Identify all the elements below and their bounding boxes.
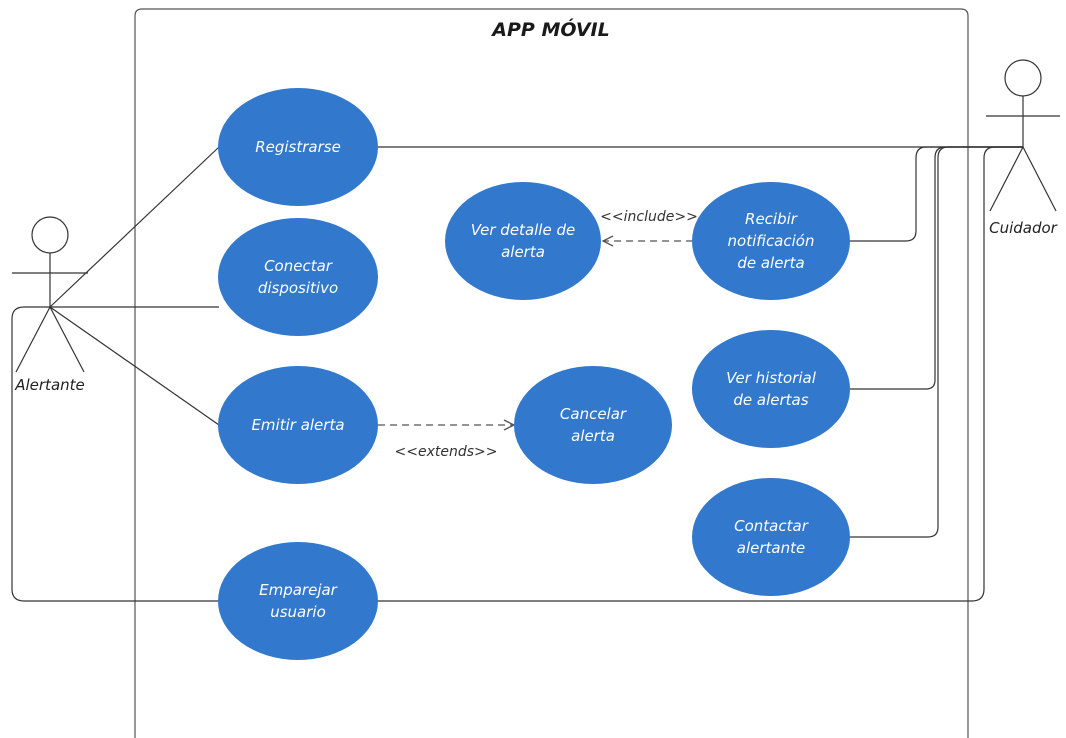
assoc-alertante-emitir (49, 306, 220, 426)
use-case-label-line: Cancelar (560, 405, 627, 423)
assoc-historial-cuidador (850, 146, 1023, 390)
use-case-conectar-dispositivo-label: Conectar dispositivo (258, 257, 338, 297)
use-case-emitir-alerta[interactable]: Emitir alerta (218, 366, 378, 484)
assoc-alertante-registrarse (49, 146, 220, 308)
use-case-label-line: Conectar (264, 257, 333, 275)
use-case-label-line: alertante (737, 539, 805, 557)
extends-label: <<extends>> (395, 444, 498, 460)
use-case-ver-historial-label: Ver historial de alertas (726, 369, 817, 409)
use-case-recibir-notificacion[interactable]: Recibir notificación de alerta (692, 182, 850, 300)
use-case-cancelar-alerta-label: Cancelar alerta (560, 405, 627, 445)
use-case-label-line: usuario (270, 603, 326, 621)
actor-cuidador-head (1004, 59, 1042, 97)
use-case-registrarse[interactable]: Registrarse (218, 88, 378, 206)
use-case-contactar-alertante[interactable]: Contactar alertante (692, 478, 850, 596)
use-case-label-line: alerta (571, 427, 615, 445)
use-case-ver-historial[interactable]: Ver historial de alertas (692, 330, 850, 448)
use-case-emitir-alerta-label: Emitir alerta (251, 416, 344, 434)
use-case-label-line: Emparejar (259, 581, 338, 599)
use-case-label-line: de alerta (737, 254, 804, 272)
use-case-label-line: Recibir (745, 210, 798, 228)
actor-alertante-label: Alertante (14, 376, 85, 394)
assoc-contactar-cuidador (850, 146, 1023, 538)
use-case-label-line: notificación (728, 232, 815, 250)
actor-alertante-head (31, 216, 69, 254)
actor-cuidador-label: Cuidador (989, 219, 1058, 237)
actor-cuidador[interactable]: Cuidador (986, 59, 1060, 237)
use-case-contactar-alertante-label: Contactar alertante (734, 517, 809, 557)
use-case-ver-detalle-alerta-label: Ver detalle de alerta (471, 221, 575, 261)
cuidador-associations (378, 146, 1023, 602)
system-boundary: APP MÓVIL (134, 8, 969, 738)
include-label: <<include>> (600, 209, 698, 225)
use-case-emparejar-usuario-label: Emparejar usuario (259, 581, 338, 621)
assoc-alertante-emparejar (11, 306, 219, 602)
use-case-label-line: Emitir alerta (251, 416, 344, 434)
use-case-label-line: Ver historial (726, 369, 817, 387)
use-case-registrarse-label: Registrarse (255, 138, 341, 156)
use-case-recibir-notificacion-label: Recibir notificación de alerta (728, 210, 815, 272)
assoc-recibir-cuidador (850, 146, 1023, 242)
use-case-conectar-dispositivo[interactable]: Conectar dispositivo (218, 218, 378, 336)
use-case-label-line: alerta (501, 243, 545, 261)
actor-alertante[interactable]: Alertante (12, 216, 88, 394)
dependencies: <<include>> <<extends>> (378, 209, 698, 460)
use-case-label-line: Ver detalle de (471, 221, 575, 239)
use-case-label-line: dispositivo (258, 279, 338, 297)
use-case-label-line: de alertas (733, 391, 808, 409)
use-case-ver-detalle-alerta[interactable]: Ver detalle de alerta (445, 182, 601, 300)
assoc-emparejar-cuidador (378, 146, 1023, 602)
use-case-cancelar-alerta[interactable]: Cancelar alerta (514, 366, 672, 484)
use-case-label-line: Contactar (734, 517, 809, 535)
system-title: APP MÓVIL (490, 17, 609, 41)
alertante-associations (11, 146, 220, 602)
use-case-emparejar-usuario[interactable]: Emparejar usuario (218, 542, 378, 660)
use-cases: Registrarse Conectar dispositivo Emitir a… (218, 88, 850, 660)
use-case-label-line: Registrarse (255, 138, 341, 156)
